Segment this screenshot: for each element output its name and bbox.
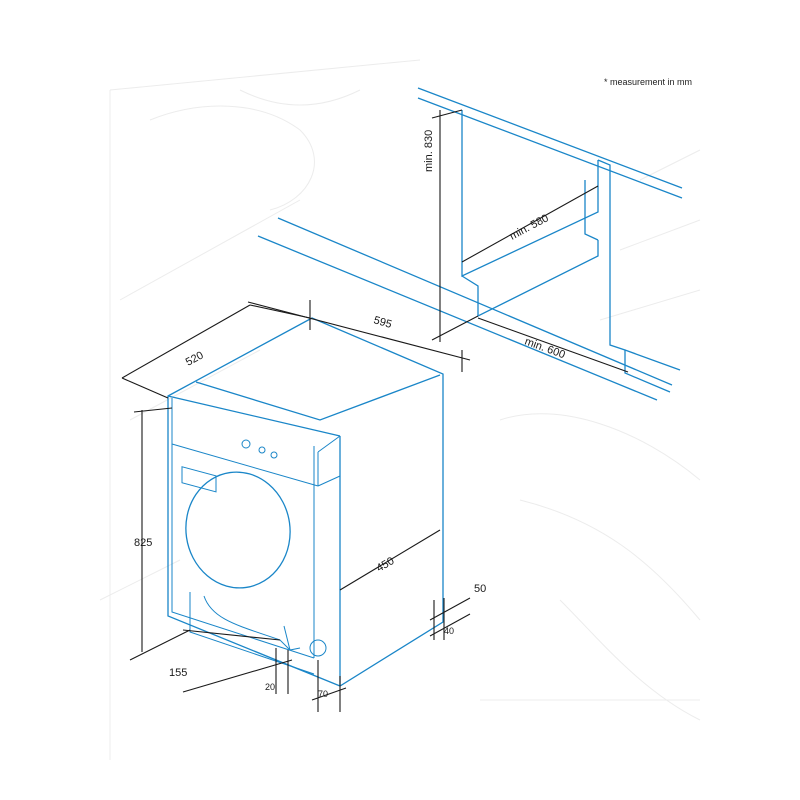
label-min-580: min. 580 (508, 212, 551, 242)
dimension-lines (121, 109, 629, 712)
label-20: 20 (265, 682, 275, 692)
door-porthole (185, 471, 291, 589)
label-50: 50 (474, 583, 486, 595)
measurement-unit-note: * measurement in mm (604, 77, 693, 87)
washing-machine (167, 317, 444, 687)
label-70: 70 (318, 689, 328, 699)
program-knob (241, 439, 251, 449)
adjustable-foot (309, 639, 327, 657)
label-40: 40 (444, 626, 454, 636)
installation-niche (257, 87, 683, 401)
label-155: 155 (169, 667, 187, 679)
label-min-830: min. 830 (423, 130, 435, 172)
label-825: 825 (134, 537, 152, 549)
background-sketch (99, 59, 701, 760)
label-min-600: min. 600 (523, 336, 567, 362)
control-display (181, 466, 217, 493)
label-520: 520 (184, 349, 206, 368)
dimension-labels: min. 830 min. 580 min. 600 520 595 825 4… (134, 130, 567, 699)
label-595: 595 (372, 314, 393, 331)
